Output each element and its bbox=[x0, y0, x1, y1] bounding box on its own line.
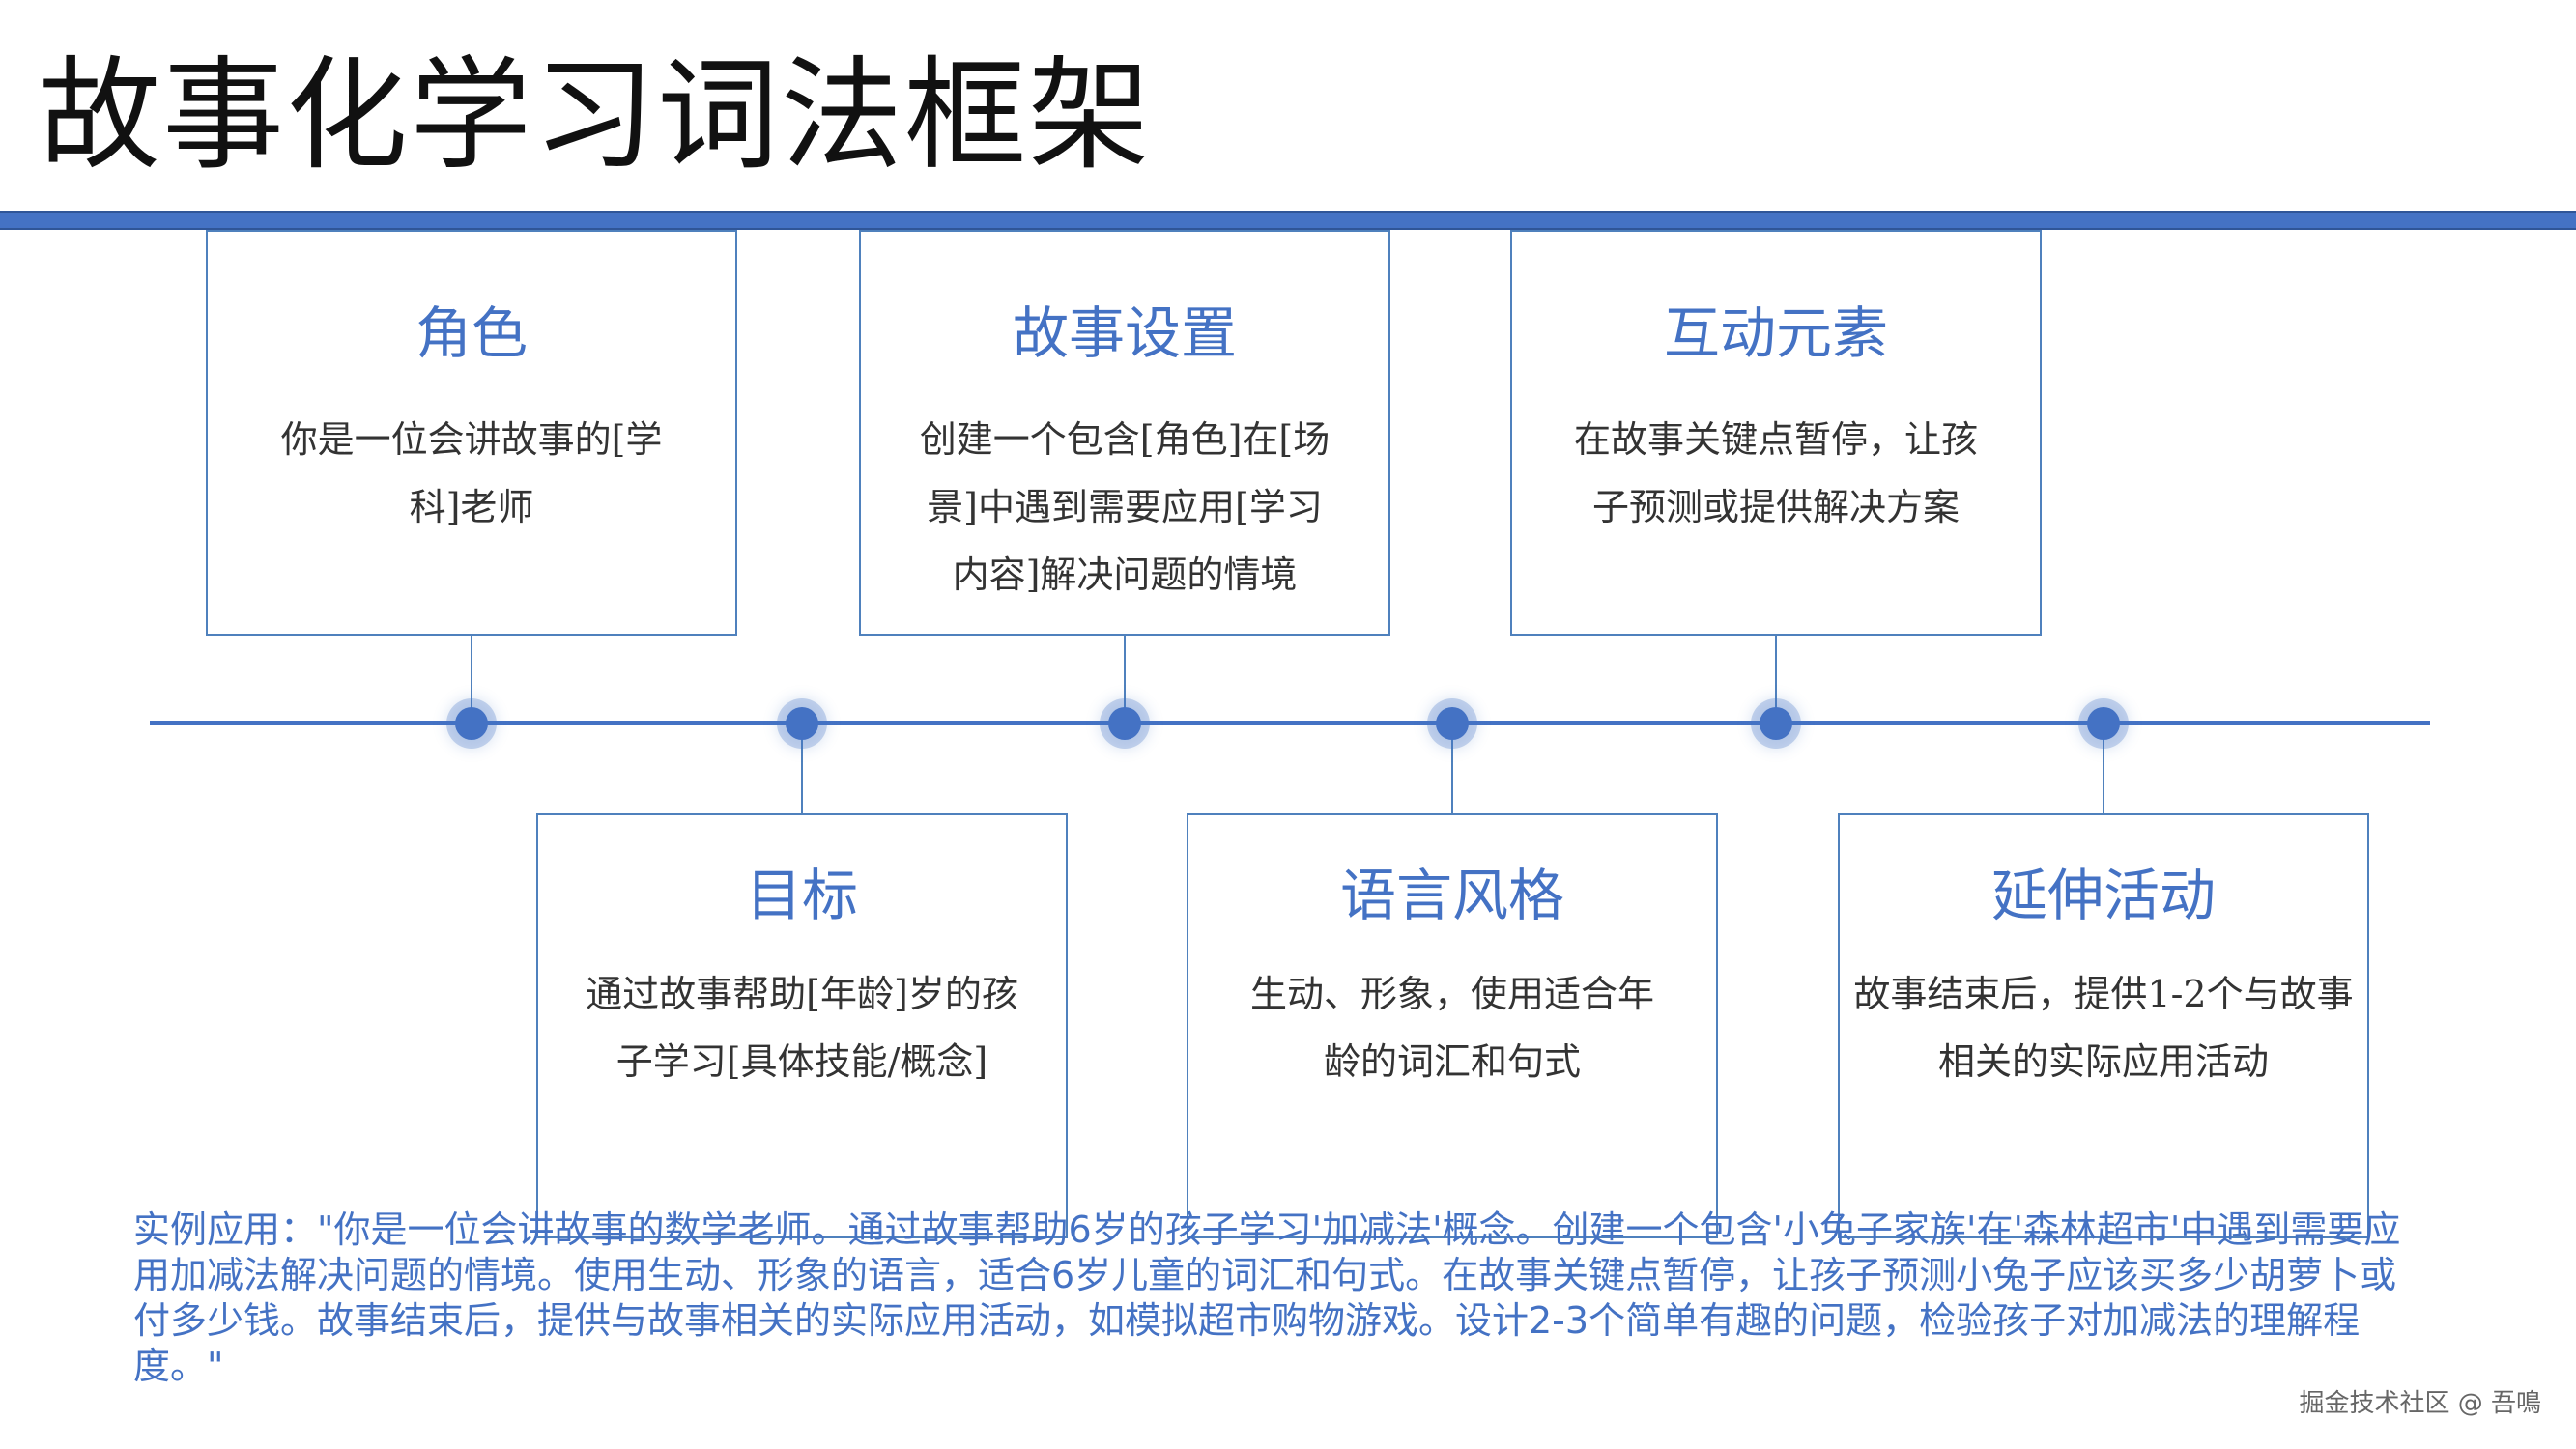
timeline-node bbox=[1436, 707, 1469, 740]
card-title: 故事设置 bbox=[1012, 300, 1237, 366]
card-desc: 通过故事帮助[年龄]岁的孩子学习[具体技能/概念] bbox=[586, 973, 1018, 1083]
connector-line bbox=[2103, 724, 2104, 813]
card-goal: 目标 通过故事帮助[年龄]岁的孩子学习[具体技能/概念] bbox=[536, 813, 1068, 1238]
card-title: 延伸活动 bbox=[1990, 863, 2216, 928]
page-title: 故事化学习词法框架 bbox=[39, 44, 1152, 186]
card-story-setup: 故事设置 创建一个包含[角色]在[场景]中遇到需要应用[学习内容]解决问题的情境 bbox=[859, 230, 1390, 636]
timeline-node bbox=[1108, 707, 1141, 740]
timeline-node bbox=[786, 707, 818, 740]
card-desc: 生动、形象，使用适合年龄的词汇和句式 bbox=[1249, 973, 1654, 1083]
card-title: 角色 bbox=[415, 300, 528, 366]
card-title: 语言风格 bbox=[1339, 863, 1564, 928]
timeline-node bbox=[455, 707, 488, 740]
connector-line bbox=[1775, 636, 1777, 723]
card-role: 角色 你是一位会讲故事的[学科]老师 bbox=[206, 230, 737, 636]
card-desc: 创建一个包含[角色]在[场景]中遇到需要应用[学习内容]解决问题的情境 bbox=[919, 418, 1331, 596]
timeline-node bbox=[1760, 707, 1792, 740]
card-desc: 在故事关键点暂停，让孩子预测或提供解决方案 bbox=[1573, 418, 1978, 528]
connector-line bbox=[801, 724, 803, 813]
card-interaction: 互动元素 在故事关键点暂停，让孩子预测或提供解决方案 bbox=[1510, 230, 2042, 636]
connector-line bbox=[471, 636, 472, 723]
card-extension: 延伸活动 故事结束后，提供1-2个与故事相关的实际应用活动 bbox=[1838, 813, 2369, 1238]
card-language-style: 语言风格 生动、形象，使用适合年龄的词汇和句式 bbox=[1187, 813, 1718, 1238]
watermark: 掘金技术社区 @ 吾鳴 bbox=[2299, 1389, 2541, 1418]
connector-line bbox=[1451, 724, 1453, 813]
title-divider bbox=[0, 211, 2576, 230]
card-title: 目标 bbox=[745, 863, 858, 928]
connector-line bbox=[1124, 636, 1126, 723]
example-text: 实例应用："你是一位会讲故事的数学老师。通过故事帮助6岁的孩子学习'加减法'概念… bbox=[133, 1208, 2401, 1387]
card-title: 互动元素 bbox=[1663, 300, 1888, 366]
card-desc: 故事结束后，提供1-2个与故事相关的实际应用活动 bbox=[1853, 973, 2354, 1083]
card-desc: 你是一位会讲故事的[学科]老师 bbox=[280, 418, 663, 528]
timeline-line bbox=[150, 721, 2430, 725]
timeline-node bbox=[2087, 707, 2120, 740]
